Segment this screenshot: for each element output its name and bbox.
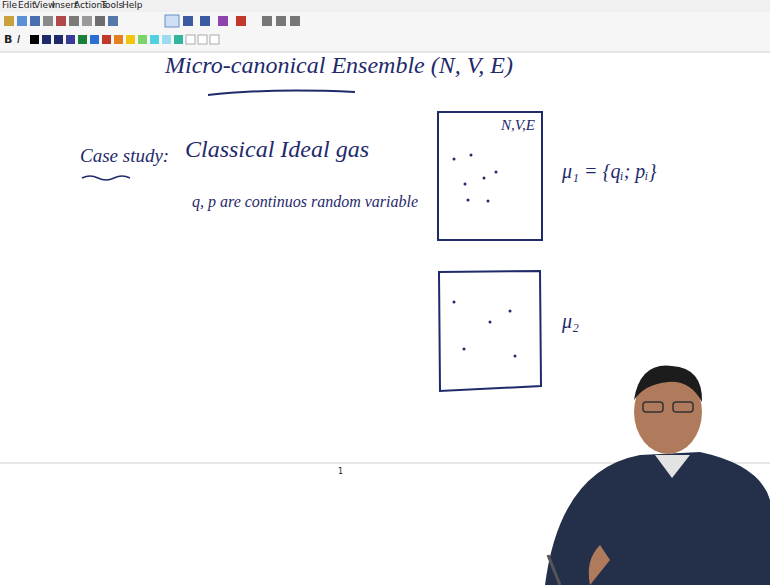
menu-item: Help (122, 1, 143, 11)
menu-bar (0, 0, 770, 12)
menu-item: Tools (101, 1, 123, 11)
microstate-label: μ₁ = {qᵢ; pᵢ} (562, 160, 656, 182)
squiggle-underline (82, 176, 130, 180)
bold-button: B (4, 34, 12, 46)
note-text: q, p are continuos random variable (192, 193, 418, 211)
italic-button: I (17, 34, 20, 46)
title-underline (208, 91, 355, 95)
menu-item: File (2, 1, 17, 11)
gas-heading: Classical Ideal gas (185, 136, 369, 162)
case-study-heading: Case study: (80, 146, 169, 167)
system-box: N,V,E (437, 111, 543, 241)
lecturer-photo (545, 366, 770, 585)
toolbar-icons (4, 15, 300, 44)
state-label: N,V,E (501, 117, 535, 134)
toolbar (0, 12, 770, 52)
menu-item: Insert (52, 1, 78, 11)
menu-item: Edit (18, 1, 35, 11)
microstate-label: μ₂ (562, 310, 579, 332)
particle-dots (453, 154, 498, 203)
microstate-box (439, 271, 541, 391)
page-number: 1 (338, 468, 343, 477)
particle-dots (453, 301, 517, 358)
title: Micro-canonical Ensemble (N, V, E) (165, 52, 513, 78)
